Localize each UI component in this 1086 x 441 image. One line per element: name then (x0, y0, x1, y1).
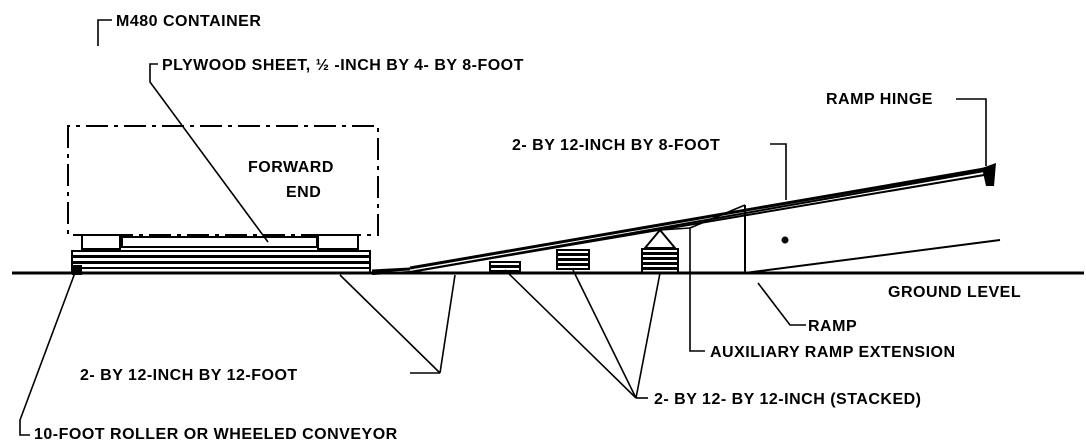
stacked-block-3 (641, 248, 679, 274)
label-forward: FORWARD (248, 159, 334, 176)
stacked-block-2 (556, 249, 590, 270)
ramp-line (744, 239, 1001, 274)
label-stacked-blocks: 2- BY 12- BY 12-INCH (STACKED) (654, 391, 922, 408)
stacked-block-1 (489, 261, 521, 272)
label-ground-level: GROUND LEVEL (888, 284, 1021, 301)
m480-container (67, 125, 379, 250)
ramp-hinge (982, 163, 996, 186)
label-auxiliary-ramp-extension: AUXILIARY RAMP EXTENSION (710, 344, 956, 361)
label-m480-container: M480 CONTAINER (116, 13, 261, 30)
label-conveyor: 10-FOOT ROLLER OR WHEELED CONVEYOR (34, 426, 398, 441)
label-ramp: RAMP (808, 318, 857, 335)
leader-lines (19, 19, 987, 436)
ramp-pointer-dot (781, 236, 789, 244)
label-board-12ft: 2- BY 12-INCH BY 12-FOOT (80, 367, 298, 384)
ramp-boards (371, 166, 991, 275)
label-end: END (286, 184, 321, 201)
label-plywood-sheet: PLYWOOD SHEET, ½ -INCH BY 4- BY 8-FOOT (162, 57, 524, 74)
label-ramp-hinge: RAMP HINGE (826, 91, 933, 108)
conveyor-stack (71, 250, 371, 275)
label-board-8ft: 2- BY 12-INCH BY 8-FOOT (512, 137, 720, 154)
